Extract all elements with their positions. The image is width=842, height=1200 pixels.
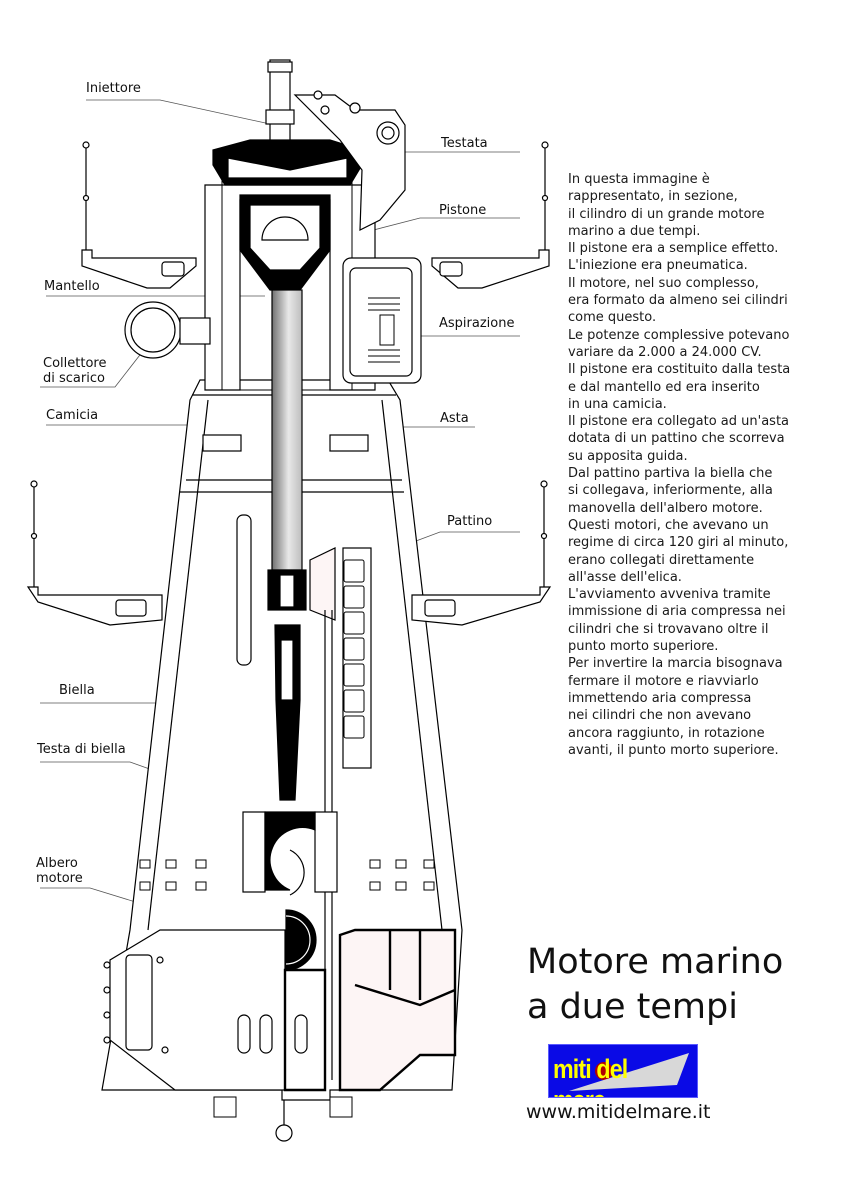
description-line: L'avviamento avveniva tramite [568, 587, 771, 603]
label-collettore-line2: di scarico [43, 371, 105, 386]
description-line: marino a due tempi. [568, 223, 701, 239]
description-line: immettendo aria compressa [568, 690, 752, 706]
label-collettore-di-scarico: Collettore di scarico [43, 356, 106, 386]
label-camicia: Camicia [46, 408, 99, 423]
label-aspirazione: Aspirazione [439, 316, 515, 331]
drain-knob [275, 1124, 293, 1142]
description-line: L'iniezione era pneumatica. [568, 258, 748, 274]
label-iniettore: Iniettore [86, 81, 141, 96]
label-pattino: Pattino [447, 514, 493, 529]
description-line: Il pistone era collegato ad un'asta [568, 414, 790, 430]
frame-inner-left [147, 399, 209, 931]
description-line: Per invertire la marcia bisognava [568, 656, 783, 672]
description-line: e dal mantello ed era inserito [568, 379, 760, 395]
description-line: era formato da almeno sei cilindri [568, 293, 788, 309]
website-link[interactable]: www.mitidelmare.it [526, 1101, 711, 1123]
title-line1: Motore marino [527, 942, 784, 982]
description-line: rappresentato, in sezione, [568, 189, 738, 205]
description-line: Questi motori, che avevano un [568, 517, 769, 533]
label-albero-line2: motore [36, 871, 83, 886]
label-collettore-line1: Collettore [43, 356, 107, 371]
label-mantello: Mantello [44, 279, 100, 294]
description-line: Il pistone era costituito dalla testa [568, 362, 791, 378]
description-line: in una camicia. [568, 396, 667, 412]
sail-icon [569, 1053, 689, 1091]
description-text: In questa immagine è rappresentato, in se… [568, 171, 838, 759]
description-line: avanti, il punto morto superiore. [568, 742, 779, 758]
description-line: Il motore, nel suo complesso, [568, 275, 759, 291]
label-pistone: Pistone [439, 203, 487, 218]
description-line: variare da 2.000 a 24.000 CV. [568, 344, 762, 360]
description-line: Il pistone era a semplice effetto. [568, 241, 779, 257]
frame-inner-right [381, 399, 443, 931]
description-line: all'asse dell'elica. [568, 569, 682, 585]
description-line: si collegava, inferiormente, alla [568, 483, 773, 499]
poster-title: Motore marino a due tempi [527, 940, 783, 1030]
title-line2: a due tempi [527, 987, 738, 1027]
label-asta: Asta [440, 411, 469, 426]
description-line: erano collegati direttamente [568, 552, 755, 568]
description-line: regime di circa 120 giri al minuto, [568, 535, 789, 551]
description-line: fermare il motore e riavviarlo [568, 673, 759, 689]
crankshaft [285, 909, 317, 971]
description-line: Le potenze complessive potevano [568, 327, 790, 343]
description-line: cilindri che si trovavano oltre il [568, 621, 769, 637]
big-end [264, 811, 316, 891]
bedplate-right [338, 928, 457, 1092]
piston-rod [271, 289, 303, 571]
description-line: immissione di aria compressa nei [568, 604, 786, 620]
bolts [139, 859, 435, 1118]
description-line: In questa immagine è [568, 172, 710, 187]
description-line: il cilindro di un grande motore [568, 206, 765, 222]
bracket-lower-right [411, 480, 552, 626]
label-biella: Biella [59, 683, 95, 698]
bracket-upper-left [81, 141, 197, 289]
label-testa-di-biella: Testa di biella [37, 742, 126, 757]
description-line: dotata di un pattino che scorreva [568, 431, 785, 447]
description-line: ancora raggiunto, in rotazione [568, 725, 765, 741]
description-line: nei cilindri che non avevano [568, 708, 752, 724]
logo-text: miti del mare [553, 1054, 628, 1097]
crosshead-slipper [309, 547, 336, 621]
miti-del-mare-logo: miti del mare [548, 1044, 698, 1098]
description-line: punto morto superiore. [568, 639, 719, 655]
bracket-lower-left [26, 480, 163, 626]
label-albero-motore: Albero motore [36, 856, 83, 886]
engine-structure [26, 59, 552, 1142]
description-line: su apposita guida. [568, 448, 688, 464]
label-testata: Testata [441, 136, 488, 151]
description-line: manovella dell'albero motore. [568, 500, 763, 516]
description-line: Dal pattino partiva la biella che [568, 466, 773, 482]
description-line: come questo. [568, 310, 657, 326]
leader-iniettore [86, 99, 271, 125]
label-albero-line1: Albero [36, 856, 78, 871]
bracket-upper-right [431, 141, 550, 289]
